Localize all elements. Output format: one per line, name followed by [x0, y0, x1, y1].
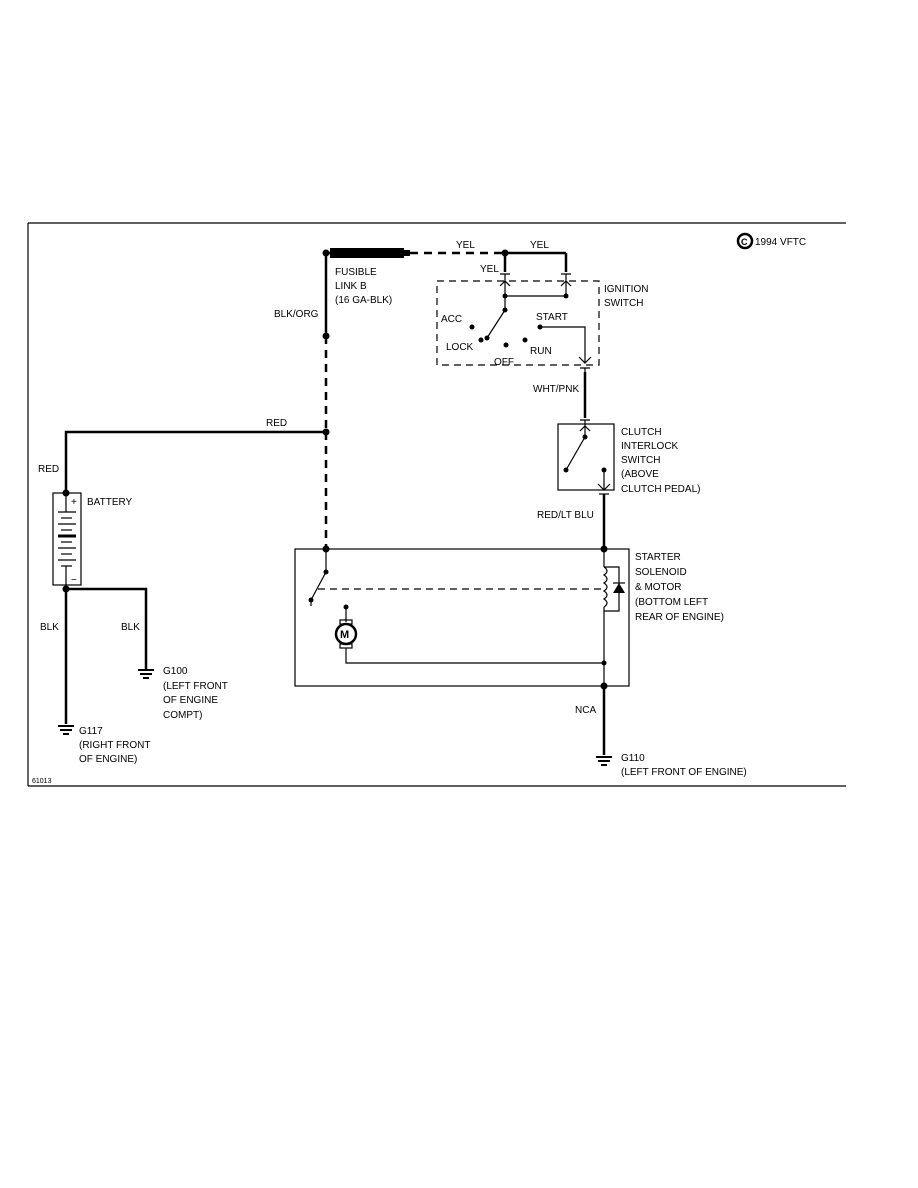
- fusible-link-line2: LINK B: [335, 281, 367, 292]
- copyright-symbol: C: [741, 237, 748, 247]
- figure-id: 61013: [32, 778, 52, 785]
- red-label-top: RED: [266, 418, 287, 429]
- ignition-switch: ACC LOCK OFF RUN START IGNITION SWITCH: [436, 273, 648, 372]
- diagram-frame: [27, 222, 846, 787]
- clutch-line3: SWITCH: [621, 455, 660, 466]
- ground-g100: G100 (LEFT FRONT OF ENGINE COMPT): [138, 664, 228, 721]
- blk-label-left: BLK: [40, 622, 59, 633]
- ignition-acc: ACC: [441, 314, 462, 325]
- nca-label: NCA: [575, 705, 596, 716]
- fusible-link: FUSIBLE LINK B (16 GA-BLK): [322, 248, 410, 306]
- battery-minus: −: [71, 575, 77, 586]
- g100-line3: COMPT): [163, 710, 202, 721]
- yel-label-1: YEL: [456, 240, 475, 251]
- fusible-link-line3: (16 GA-BLK): [335, 295, 392, 306]
- copyright-mark: C 1994 VFTC: [736, 232, 806, 250]
- g100-name: G100: [163, 666, 188, 677]
- g110-line1: (LEFT FRONT OF ENGINE): [621, 767, 747, 778]
- ignition-off: OFF: [494, 357, 514, 368]
- red-lt-blu-wire: RED/LT BLU: [537, 494, 608, 553]
- red-wire: RED RED: [38, 418, 326, 497]
- starter-line3: & MOTOR: [635, 582, 681, 593]
- blk-org-label: BLK/ORG: [274, 309, 319, 320]
- g117-name: G117: [79, 726, 103, 737]
- yel-label-2: YEL: [530, 240, 549, 251]
- g110-name: G110: [621, 753, 645, 764]
- clutch-line2: INTERLOCK: [621, 441, 679, 452]
- g117-line1: (RIGHT FRONT: [79, 740, 150, 751]
- clutch-interlock-switch: CLUTCH INTERLOCK SWITCH (ABOVE CLUTCH PE…: [557, 419, 700, 495]
- starter-line4: (BOTTOM LEFT: [635, 597, 708, 608]
- g100-line2: OF ENGINE: [163, 695, 218, 706]
- wht-pnk-wire: WHT/PNK: [533, 372, 587, 418]
- ignition-lock: LOCK: [446, 342, 474, 353]
- red-label-left: RED: [38, 464, 59, 475]
- blk-ground-wires: BLK BLK: [40, 585, 148, 724]
- clutch-line5: CLUTCH PEDAL): [621, 484, 700, 495]
- yel-wire: YEL YEL YEL: [410, 240, 568, 275]
- wht-pnk-label: WHT/PNK: [533, 384, 579, 395]
- battery-plus: +: [71, 497, 77, 508]
- fusible-link-line1: FUSIBLE: [335, 267, 377, 278]
- copyright-text: 1994 VFTC: [755, 237, 806, 248]
- battery: + − BATTERY: [52, 492, 133, 589]
- ignition-switch-line1: IGNITION: [604, 284, 648, 295]
- blk-label-right: BLK: [121, 622, 140, 633]
- ignition-switch-line2: SWITCH: [604, 298, 643, 309]
- blk-org-wire: BLK/ORG: [274, 272, 330, 553]
- motor-symbol: M: [340, 629, 349, 641]
- nca-wire: NCA: [575, 682, 608, 755]
- g100-line1: (LEFT FRONT: [163, 681, 228, 692]
- starter-assembly: M STARTER SOLENOID & MOTOR (BOTTOM LEFT …: [294, 548, 724, 687]
- red-lt-blu-label: RED/LT BLU: [537, 510, 594, 521]
- clutch-line1: CLUTCH: [621, 427, 662, 438]
- g117-line2: OF ENGINE): [79, 754, 137, 765]
- starter-line5: REAR OF ENGINE): [635, 612, 724, 623]
- battery-label: BATTERY: [87, 497, 133, 508]
- ground-g117: G117 (RIGHT FRONT OF ENGINE): [58, 725, 150, 765]
- ground-g110: G110 (LEFT FRONT OF ENGINE): [596, 753, 747, 778]
- clutch-line4: (ABOVE: [621, 469, 659, 480]
- starter-line1: STARTER: [635, 552, 681, 563]
- starter-line2: SOLENOID: [635, 567, 687, 578]
- yel-label-3: YEL: [480, 264, 499, 275]
- ignition-run: RUN: [530, 346, 552, 357]
- ignition-start: START: [536, 312, 568, 323]
